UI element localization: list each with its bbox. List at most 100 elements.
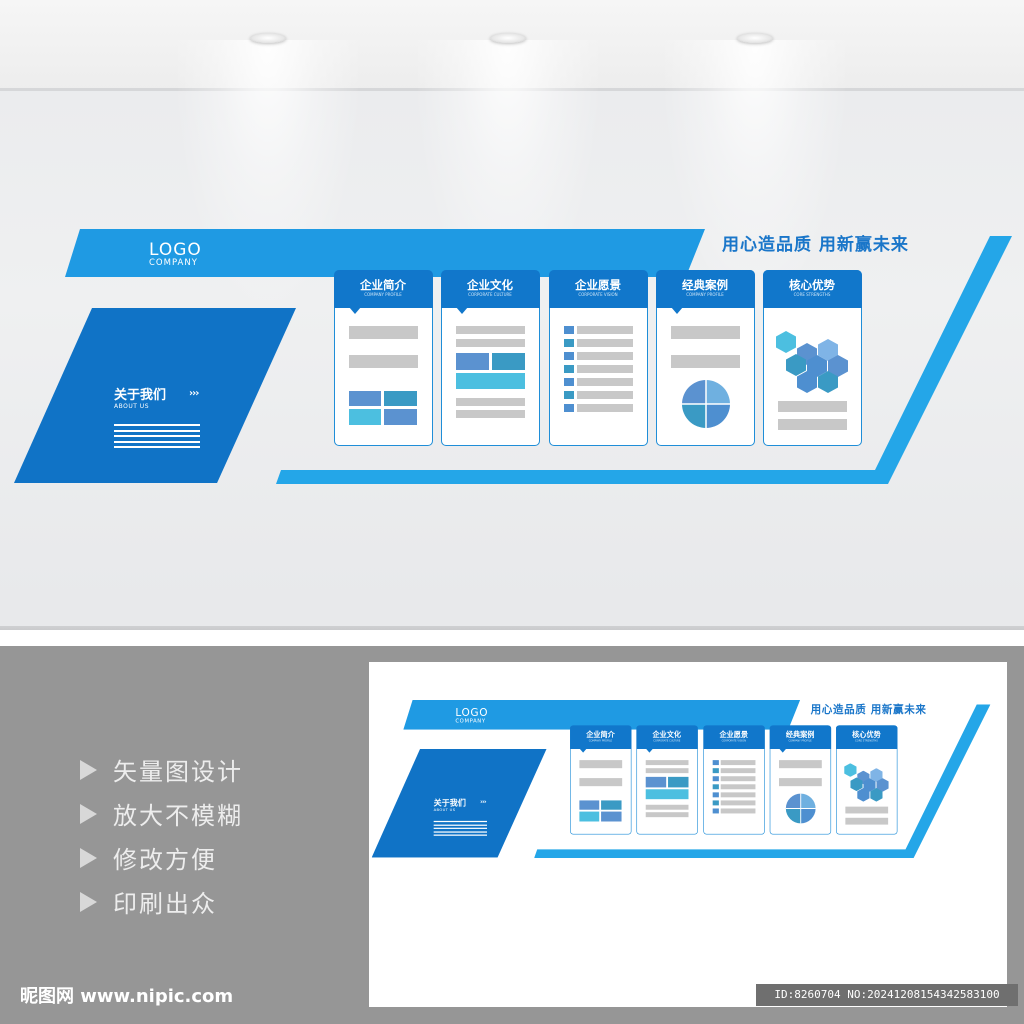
- card-title: 企业简介: [586, 730, 615, 739]
- card-company-profile: 企业简介 COMPANY PROFILE: [333, 269, 433, 446]
- spotlight-beam: [665, 40, 845, 300]
- card-header: 企业愿景 CORPORATE VISION: [703, 725, 765, 749]
- chevron-right-icon: ›››: [189, 388, 199, 399]
- image-placeholder: [492, 353, 525, 370]
- list-line: [577, 339, 633, 347]
- image-placeholder: [349, 409, 381, 425]
- card-company-profile: 企业简介 COMPANY PROFILE: [569, 725, 632, 835]
- list-bullet: [564, 365, 574, 373]
- text-placeholder: [456, 326, 525, 334]
- spotlight-icon: [737, 33, 773, 43]
- image-placeholder: [645, 789, 689, 800]
- chevron-right-icon: ›››: [480, 798, 486, 806]
- list-bullet: [564, 378, 574, 386]
- card-title: 核心优势: [852, 730, 881, 739]
- card-subtitle: COMPANY PROFILE: [588, 738, 613, 742]
- text-placeholder: [349, 326, 418, 339]
- list-line: [577, 378, 633, 386]
- image-placeholder: [579, 811, 600, 822]
- culture-wall-design: LOGO COMPANY 用心造品质 用新赢未来 关于我们 ››› ABOUT …: [14, 229, 1012, 484]
- feature-item: 修改方便: [80, 840, 217, 875]
- card-subtitle: CORPORATE CULTURE: [468, 291, 512, 297]
- slogan: 用心造品质 用新赢未来: [722, 235, 909, 255]
- card-corporate-culture: 企业文化 CORPORATE CULTURE: [440, 269, 540, 446]
- spotlight-icon: [490, 33, 526, 43]
- list-bullet: [712, 768, 719, 774]
- card-title: 企业文化: [467, 277, 513, 292]
- card-pointer: [456, 307, 468, 314]
- list-line: [720, 808, 756, 814]
- hexagon-icon: [818, 339, 838, 361]
- list-bullet: [712, 760, 719, 766]
- hexagon-icon: [797, 371, 817, 393]
- list-bullet: [564, 326, 574, 334]
- image-id-bar: ID:8260704 NO:20241208154342583100: [756, 984, 1018, 1006]
- about-subtitle: ABOUT US: [114, 403, 150, 410]
- about-text-lines: [114, 424, 200, 452]
- card-corporate-culture: 企业文化 CORPORATE CULTURE: [636, 725, 698, 835]
- logo-title: LOGO: [149, 240, 202, 260]
- list-bullet: [712, 792, 719, 798]
- feature-item: 印刷出众: [80, 884, 217, 919]
- card-subtitle: CORPORATE VISION: [721, 738, 746, 742]
- top-banner: [403, 699, 801, 730]
- feature-label: 矢量图设计: [113, 758, 243, 786]
- list-line: [720, 768, 756, 774]
- culture-wall-preview: LOGO COMPANY 用心造品质 用新赢未来 关于我们 ››› ABOUT …: [363, 558, 998, 880]
- card-title: 经典案例: [682, 277, 728, 292]
- site-watermark: 昵图网 www.nipic.com: [20, 986, 234, 1007]
- card-header: 企业愿景 CORPORATE VISION: [548, 269, 648, 308]
- card-title: 企业文化: [652, 730, 682, 739]
- list-line: [720, 784, 756, 790]
- text-placeholder: [671, 355, 740, 368]
- card-subtitle: COMPANY PROFILE: [788, 738, 812, 742]
- list-bullet: [712, 784, 719, 790]
- card-header: 企业文化 CORPORATE CULTURE: [636, 725, 698, 749]
- text-placeholder: [645, 768, 689, 774]
- floor-strip: [0, 626, 1024, 630]
- text-placeholder: [845, 817, 889, 825]
- list-bullet: [564, 352, 574, 360]
- card-pointer: [779, 748, 787, 753]
- hexagon-icon: [776, 331, 796, 353]
- hexagon-icon: [863, 778, 876, 792]
- text-placeholder: [579, 760, 623, 769]
- card-classic-cases: 经典案例 COMPANY PROFILE: [655, 269, 755, 446]
- image-placeholder: [668, 776, 689, 788]
- logo-subtitle: COMPANY: [149, 258, 198, 268]
- about-text-lines: [433, 820, 487, 838]
- about-title: 关于我们: [114, 388, 167, 403]
- text-placeholder: [456, 410, 525, 418]
- card-subtitle: CORPORATE CULTURE: [653, 738, 681, 742]
- play-triangle-icon: [80, 803, 97, 824]
- text-placeholder: [779, 760, 822, 769]
- card-subtitle: CORPORATE VISION: [578, 291, 618, 297]
- text-placeholder: [645, 760, 689, 766]
- list-line: [720, 800, 756, 806]
- text-placeholder: [645, 812, 689, 818]
- image-placeholder: [645, 776, 667, 788]
- card-header: 经典案例 COMPANY PROFILE: [655, 269, 755, 308]
- text-placeholder: [579, 778, 623, 787]
- hexagon-icon: [807, 355, 827, 377]
- card-header: 企业文化 CORPORATE CULTURE: [440, 269, 540, 308]
- spotlight-icon: [250, 33, 286, 43]
- hexagon-icon: [828, 355, 848, 377]
- feature-item: 矢量图设计: [80, 752, 243, 787]
- card-title: 企业愿景: [575, 277, 621, 292]
- list-bullet: [564, 339, 574, 347]
- list-bullet: [564, 391, 574, 399]
- card-core-strengths: 核心优势 CORE STRENGTHS: [835, 725, 898, 835]
- image-placeholder: [384, 391, 417, 406]
- image-placeholder: [456, 373, 525, 389]
- list-line: [577, 352, 633, 360]
- list-line: [577, 391, 633, 399]
- list-bullet: [712, 776, 719, 782]
- play-triangle-icon: [80, 759, 97, 780]
- about-title: 关于我们: [433, 798, 466, 808]
- card-header: 核心优势 CORE STRENGTHS: [762, 269, 862, 308]
- card-subtitle: COMPANY PROFILE: [686, 291, 724, 297]
- text-placeholder: [845, 806, 889, 814]
- image-placeholder: [456, 353, 489, 370]
- card-title: 经典案例: [785, 730, 815, 739]
